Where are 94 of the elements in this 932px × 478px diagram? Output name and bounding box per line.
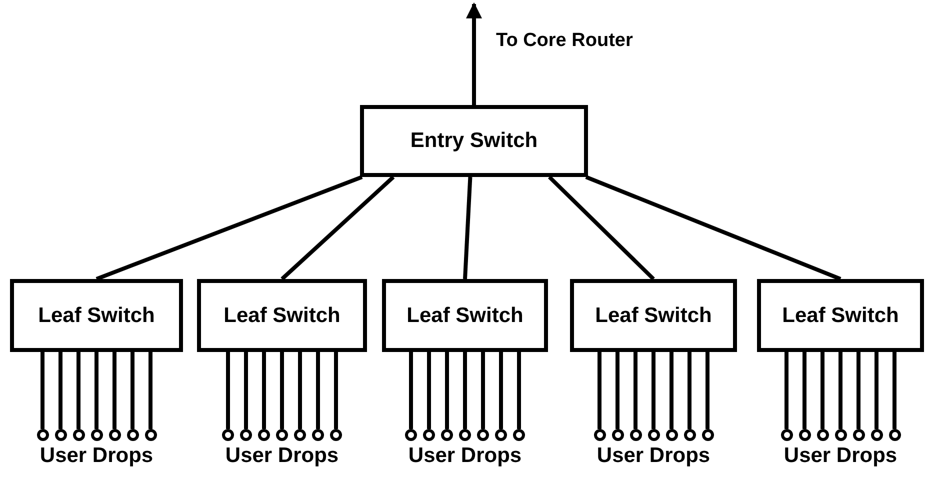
- port-circle: [594, 429, 606, 441]
- node-label: Leaf Switch: [224, 304, 340, 328]
- node-label: Leaf Switch: [782, 304, 899, 328]
- port-circle: [90, 429, 102, 441]
- port-circle: [72, 429, 84, 441]
- port-circle: [258, 429, 270, 441]
- port-circle: [423, 429, 435, 441]
- port-circle: [888, 429, 900, 441]
- connector-line: [517, 352, 521, 429]
- connector-line: [40, 352, 44, 429]
- node-label: Leaf Switch: [38, 304, 155, 328]
- port-circle: [294, 429, 306, 441]
- port-circle: [54, 429, 66, 441]
- port-circle: [798, 429, 810, 441]
- port-circle: [495, 429, 507, 441]
- port-circle: [870, 429, 882, 441]
- connector-line: [262, 352, 266, 429]
- group-label: User Drops: [225, 444, 339, 468]
- port-circle: [780, 429, 792, 441]
- connector-line: [409, 352, 413, 429]
- connector-line: [598, 352, 602, 429]
- connector-line: [652, 352, 656, 429]
- port-circle: [144, 429, 156, 441]
- connector-line: [463, 176, 472, 280]
- entry-switch-box: [360, 105, 588, 177]
- connector-line: [892, 352, 896, 429]
- port-circle: [612, 429, 624, 441]
- connector-line: [874, 352, 878, 429]
- connector-line: [838, 352, 842, 429]
- connector-line: [226, 352, 230, 429]
- port-circle: [240, 429, 252, 441]
- port-circle: [459, 429, 471, 441]
- node-label: Leaf Switch: [406, 304, 524, 328]
- connector-line: [96, 175, 363, 281]
- connector-line: [688, 352, 692, 429]
- port-circle: [441, 429, 453, 441]
- port-circle: [513, 429, 525, 441]
- leaf-switch-box: [197, 279, 367, 352]
- port-circle: [666, 429, 678, 441]
- connector-line: [427, 352, 431, 429]
- port-circle: [276, 429, 288, 441]
- connector-line: [58, 352, 62, 429]
- port-circle: [126, 429, 138, 441]
- port-circle: [852, 429, 864, 441]
- node-label: Entry Switch: [410, 129, 538, 153]
- connector-line: [463, 352, 467, 429]
- connector-line: [244, 352, 248, 429]
- group-label: User Drops: [596, 444, 710, 468]
- port-circle: [312, 429, 324, 441]
- connector-line: [445, 352, 449, 429]
- port-circle: [684, 429, 696, 441]
- connector-line: [298, 352, 302, 429]
- group-label: User Drops: [40, 444, 154, 468]
- port-circle: [222, 429, 234, 441]
- connector-line: [481, 352, 485, 429]
- port-circle: [108, 429, 120, 441]
- connector-line: [94, 352, 98, 429]
- port-circle: [405, 429, 417, 441]
- connector-line: [670, 352, 674, 429]
- connector-line: [280, 352, 284, 429]
- port-circle: [630, 429, 642, 441]
- connector-line: [334, 352, 338, 429]
- connector-line: [856, 352, 860, 429]
- connector-line: [802, 352, 806, 429]
- port-circle: [36, 429, 48, 441]
- group-label: User Drops: [784, 444, 898, 468]
- connector-line: [616, 352, 620, 429]
- port-circle: [477, 429, 489, 441]
- leaf-switch-box: [10, 279, 183, 352]
- leaf-switch-box: [757, 279, 924, 352]
- connector-line: [112, 352, 116, 429]
- port-circle: [648, 429, 660, 441]
- connector-line: [585, 175, 842, 281]
- edge-label: To Core Router: [496, 30, 633, 52]
- connector-line: [76, 352, 80, 429]
- connector-line: [706, 352, 710, 429]
- port-circle: [816, 429, 828, 441]
- leaf-switch-box: [382, 279, 548, 352]
- port-circle: [330, 429, 342, 441]
- connector-line: [316, 352, 320, 429]
- arrow: [466, 2, 482, 105]
- port-circle: [834, 429, 846, 441]
- connector-line: [784, 352, 788, 429]
- connector-line: [148, 352, 152, 429]
- port-circle: [702, 429, 714, 441]
- connector-line: [130, 352, 134, 429]
- connector-line: [280, 176, 395, 280]
- connector-line: [548, 176, 655, 280]
- connector-line: [634, 352, 638, 429]
- connector-line: [499, 352, 503, 429]
- connector-line: [820, 352, 824, 429]
- node-label: Leaf Switch: [595, 304, 712, 328]
- group-label: User Drops: [408, 444, 522, 468]
- leaf-switch-box: [570, 279, 737, 352]
